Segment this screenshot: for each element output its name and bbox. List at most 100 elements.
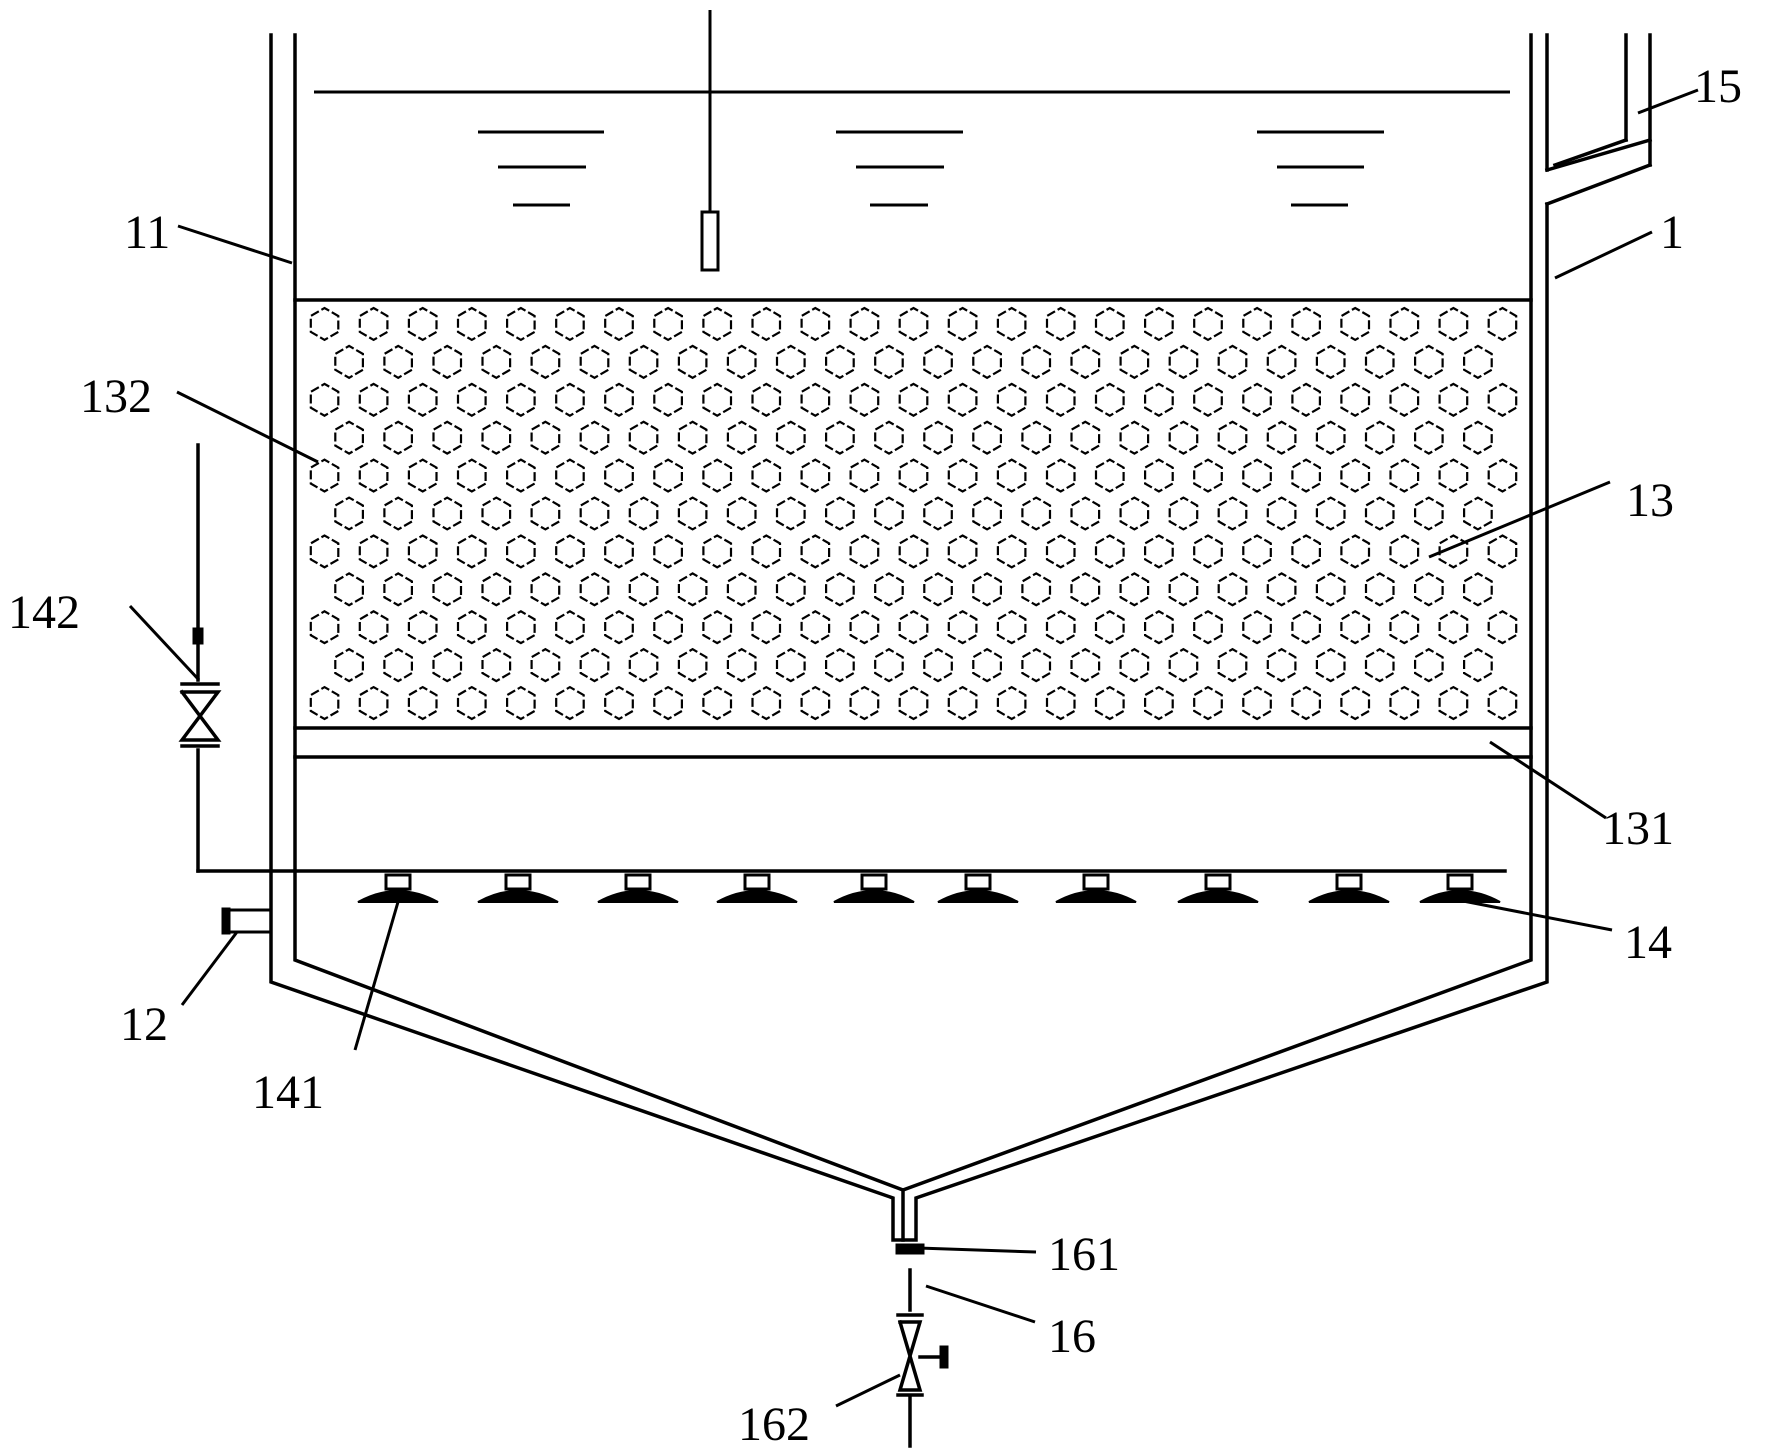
media-hex-cell — [751, 534, 782, 569]
air-pipe-fitting — [192, 627, 204, 645]
media-hex-cell — [1070, 420, 1101, 455]
media-hex-cell — [1242, 534, 1272, 569]
media-hex-cell — [1413, 496, 1444, 531]
media-hex-cell — [1266, 496, 1297, 531]
media-hex-cell — [1094, 610, 1125, 645]
media-hex-cell — [1389, 610, 1420, 645]
media-hex-cell — [1193, 610, 1223, 645]
media-hex-cell — [874, 344, 904, 380]
media-hex-cell — [1094, 382, 1125, 417]
media-hex-cell — [1119, 420, 1150, 455]
media-hex-cell — [555, 610, 585, 645]
media-hex-cell — [579, 496, 610, 531]
media-hex-cell — [555, 382, 585, 417]
media-hex-cell — [383, 496, 413, 531]
inlet-pipe — [221, 907, 273, 935]
media-hex-cell — [1291, 534, 1322, 569]
media-hex-cell — [481, 344, 512, 380]
diffuser-row — [357, 873, 1501, 903]
media-hex-cell — [506, 685, 536, 721]
media-hex-cell — [1462, 572, 1493, 607]
media-hex-cell — [996, 458, 1027, 493]
media-hex-cell — [824, 496, 855, 531]
media-hex-cell — [579, 420, 610, 455]
media-hex-cell — [1438, 306, 1469, 342]
media-hex-cell — [677, 572, 708, 607]
media-hex-cell — [849, 685, 880, 721]
media-hex-cell — [1389, 534, 1420, 569]
media-hex-cell — [1217, 647, 1248, 683]
media-hex-cell — [358, 458, 389, 493]
media-hex-cell — [1021, 496, 1052, 531]
media-hex-cell — [309, 306, 340, 342]
media-hex-cell — [653, 534, 684, 569]
media-hex-cell — [604, 382, 634, 417]
media-hex-cell — [1242, 382, 1272, 417]
media-hex-cell — [1193, 534, 1223, 569]
media-hex-cell — [726, 572, 757, 607]
media-hex-cell — [1291, 306, 1322, 342]
media-hex-cell — [800, 685, 831, 721]
media-hex-cell — [1045, 458, 1076, 493]
media-hex-cell — [800, 306, 831, 342]
media-hex-cell — [775, 496, 806, 531]
media-hex-cell — [1438, 534, 1469, 569]
media-hex-cell — [1487, 685, 1518, 721]
media-hex-cell — [628, 572, 659, 607]
media-hex-cell — [1045, 685, 1076, 721]
media-hex-cell — [972, 647, 1003, 683]
media-hex-cell — [628, 647, 659, 683]
media-hex-cell — [972, 344, 1003, 380]
media-hex-cell — [1413, 344, 1444, 380]
media-hex-cell — [358, 306, 389, 342]
media-hex-cell — [1291, 685, 1322, 721]
media-hex-cell — [874, 496, 904, 531]
media-hex-cell — [1364, 420, 1395, 455]
media-hex-cell — [1045, 306, 1076, 342]
media-hex-cell — [653, 685, 684, 721]
media-hex-cell — [334, 647, 364, 683]
support-plate — [293, 726, 1533, 759]
media-hex-cell — [1045, 610, 1076, 645]
media-hex-cell — [1193, 685, 1223, 721]
media-hex-cell — [1119, 647, 1150, 683]
media-hex-cell — [407, 610, 438, 645]
media-hex-cell — [481, 572, 512, 607]
media-hex-cell — [972, 496, 1003, 531]
media-hex-cell — [1070, 496, 1101, 531]
media-hex-grid — [309, 306, 1518, 721]
media-hex-cell — [1315, 647, 1346, 683]
label-132: 132 — [80, 370, 152, 423]
media-hex-cell — [947, 534, 978, 569]
media-hex-cell — [1143, 534, 1174, 569]
media-hex-cell — [751, 382, 782, 417]
media-hex-cell — [800, 610, 831, 645]
media-hex-cell — [481, 496, 512, 531]
media-hex-cell — [677, 647, 708, 683]
media-hex-cell — [1389, 458, 1420, 493]
media-layer — [293, 298, 1533, 721]
media-hex-cell — [309, 534, 340, 569]
media-hex-cell — [1462, 496, 1493, 531]
media-hex-cell — [1143, 685, 1174, 721]
media-hex-cell — [849, 534, 880, 569]
media-hex-cell — [1315, 344, 1346, 380]
media-hex-cell — [1364, 496, 1395, 531]
media-hex-cell — [1168, 647, 1199, 683]
media-hex-cell — [996, 382, 1027, 417]
media-hex-cell — [1364, 572, 1395, 607]
media-hex-cell — [653, 610, 684, 645]
media-hex-cell — [1168, 344, 1199, 380]
media-hex-cell — [1413, 420, 1444, 455]
label-12: 12 — [120, 998, 168, 1051]
media-hex-cell — [1487, 306, 1518, 342]
media-hex-cell — [751, 458, 782, 493]
media-hex-cell — [1193, 458, 1223, 493]
media-hex-cell — [1242, 610, 1272, 645]
media-hex-cell — [1021, 647, 1052, 683]
media-hex-cell — [579, 344, 610, 380]
media-hex-cell — [628, 344, 659, 380]
media-hex-cell — [309, 382, 340, 417]
media-hex-cell — [1021, 572, 1052, 607]
media-hex-cell — [726, 496, 757, 531]
